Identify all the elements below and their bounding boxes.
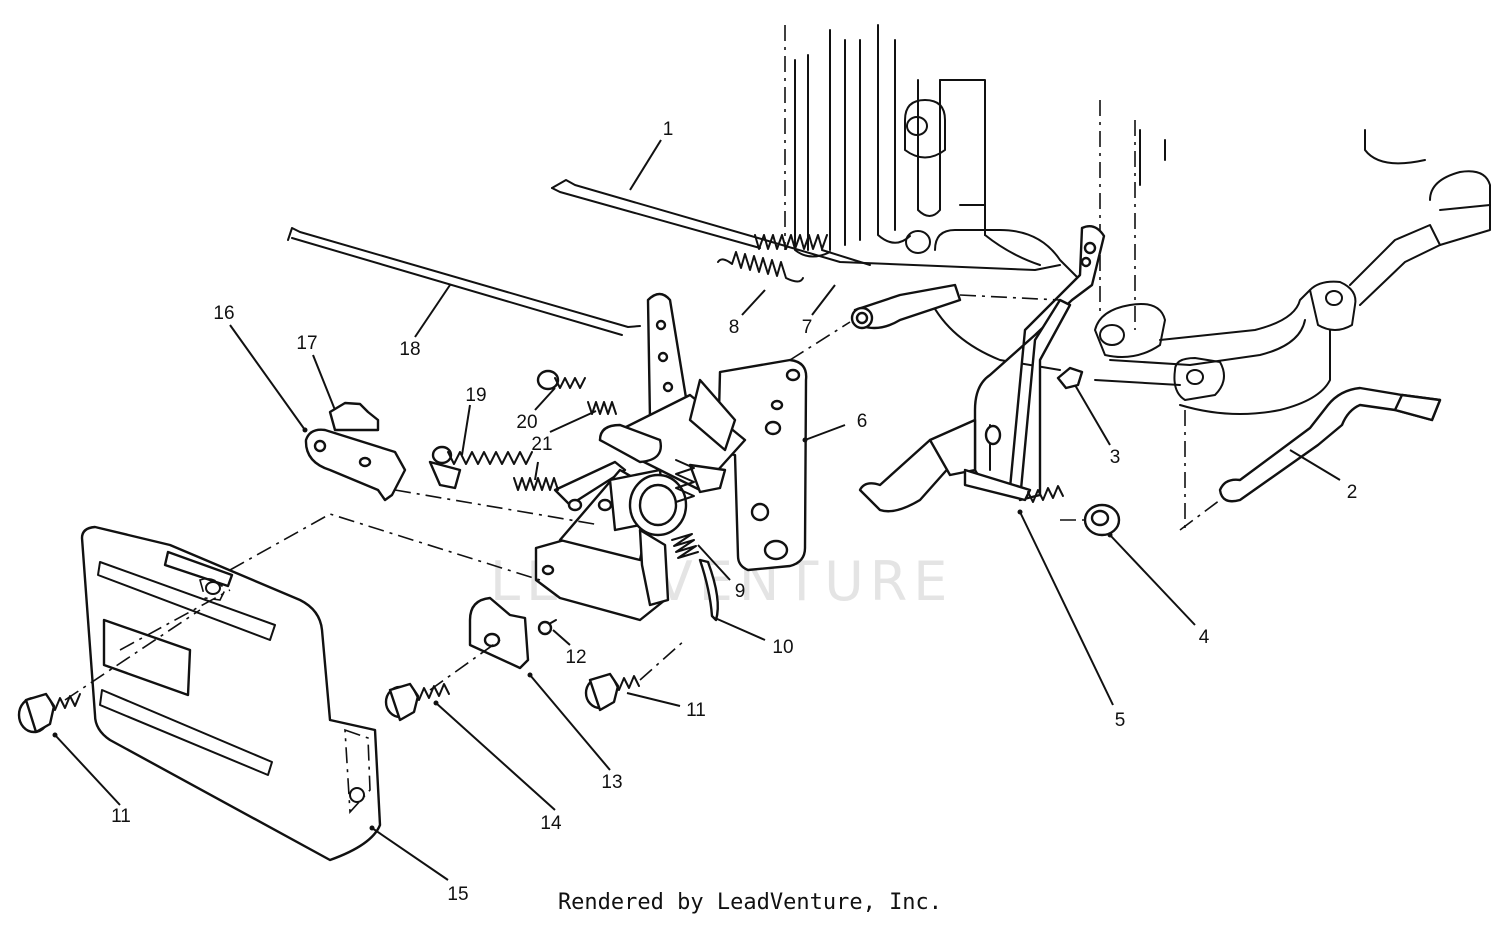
callout-16: 16 [213,303,234,324]
part-18-choke-rod [287,227,641,336]
callout-3: 3 [1110,447,1121,468]
part-17-clip [328,401,380,432]
callout-20: 20 [516,412,537,433]
engine-block-outline [784,24,1491,530]
part-3-bushing [1056,366,1084,390]
footer-credit: Rendered by LeadVenture, Inc. [557,890,943,915]
callout-8: 8 [729,317,740,338]
part-11-bolt-right [584,672,640,712]
callout-10: 10 [772,637,793,658]
callout-12: 12 [565,647,586,668]
callout-9: 9 [735,581,746,602]
callout-11-right: 11 [686,700,706,721]
callout-11-left: 11 [111,806,131,827]
part-9-torsion-spring [671,459,699,559]
callout-7: 7 [802,317,813,338]
callout-17: 17 [296,333,317,354]
part-16-choke-plate [304,428,462,502]
callout-19: 19 [465,385,486,406]
callout-1: 1 [663,119,674,140]
callout-18: 18 [399,339,420,360]
callout-4: 4 [1199,627,1210,648]
part-7-governor-spring [754,234,871,266]
part-12-pin [537,619,557,636]
callout-leaders [52,139,1341,881]
callout-13: 13 [601,772,622,793]
part-15-panel [80,525,382,862]
callout-21: 21 [531,434,552,455]
callout-15: 15 [447,884,468,905]
part-14-bolt [384,682,450,722]
part-2-governor-shaft [1218,386,1442,503]
part-5-throttle-lever [858,225,1106,513]
part-8-spring [717,251,804,283]
part-10-lever [698,558,719,622]
alignment-lines [64,294,1221,701]
part-6-control-bracket [534,292,808,622]
part-20-screw [536,369,586,391]
part-19-screw [431,445,533,465]
part-4-nut [1083,503,1121,537]
governor-shaft [850,283,962,330]
callout-6: 6 [857,411,868,432]
callout-5: 5 [1115,710,1126,731]
part-11-bolt-left [17,692,81,734]
callout-14: 14 [540,813,562,834]
callout-2: 2 [1347,482,1358,503]
